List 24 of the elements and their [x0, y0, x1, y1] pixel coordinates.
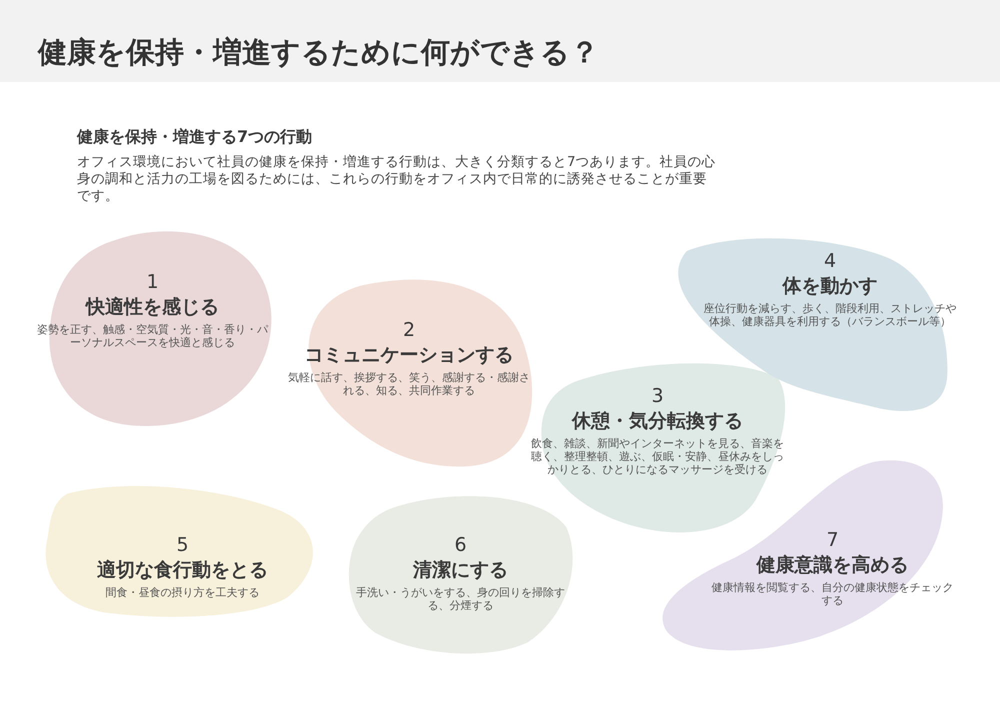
step-description: 気軽に話す、挨拶する、笑う、感謝する・感謝される、知る、共同作業する	[287, 371, 531, 397]
step-heading: コミュニケーションする	[304, 343, 514, 368]
step-number: 5	[176, 533, 189, 557]
step-description: 座位行動を減らす、歩く、階段利用、ストレッチや体操、健康器具を利用する（バランスボール等）	[702, 302, 958, 328]
step-number: 3	[651, 384, 664, 408]
step-description: 飲食、雑談、新聞やインターネットを見る、音楽を聴く、整理整頓、遊ぶ、仮眠・安静、昼休みをしっかりとる、ひとりになるマッサージを受ける	[530, 437, 785, 476]
step-description: 健康情報を閲覧する、自分の健康状態をチェックする	[710, 581, 954, 607]
step-description: 間食・昼食の摂り方を工夫する	[104, 586, 260, 599]
step-heading: 快適性を感じる	[86, 295, 219, 320]
step-heading: 健康意識を高める	[756, 553, 908, 578]
step-heading: 清潔にする	[413, 558, 508, 583]
step-heading: 休憩・気分転換する	[572, 409, 743, 434]
step-description: 姿勢を正す、触感・空気質・光・音・香り・パーソナルスペースを快適と感じる	[36, 323, 270, 349]
step-number: 6	[454, 533, 467, 557]
intro-paragraph: オフィス環境において社員の健康を保持・増進する行動は、大きく分類すると7つあります。社員の心身の調和と活力の工場を図るためには、これらの行動をオフィス内で日常的に誘発させることが重要です。	[77, 154, 717, 205]
section-heading: 健康を保持・増進する7つの行動	[77, 126, 314, 148]
step-number: 1	[146, 270, 159, 294]
step-heading: 体を動かす	[782, 274, 878, 299]
step-number: 7	[826, 528, 839, 552]
page-title: 健康を保持・増進するために何ができる？	[38, 34, 599, 71]
step-number: 2	[402, 318, 416, 342]
step-number: 4	[824, 249, 836, 273]
step-heading: 適切な食行動をとる	[97, 558, 268, 583]
step-description: 手洗い・うがいをする、身の回りを掃除する、分煙する	[355, 586, 566, 612]
